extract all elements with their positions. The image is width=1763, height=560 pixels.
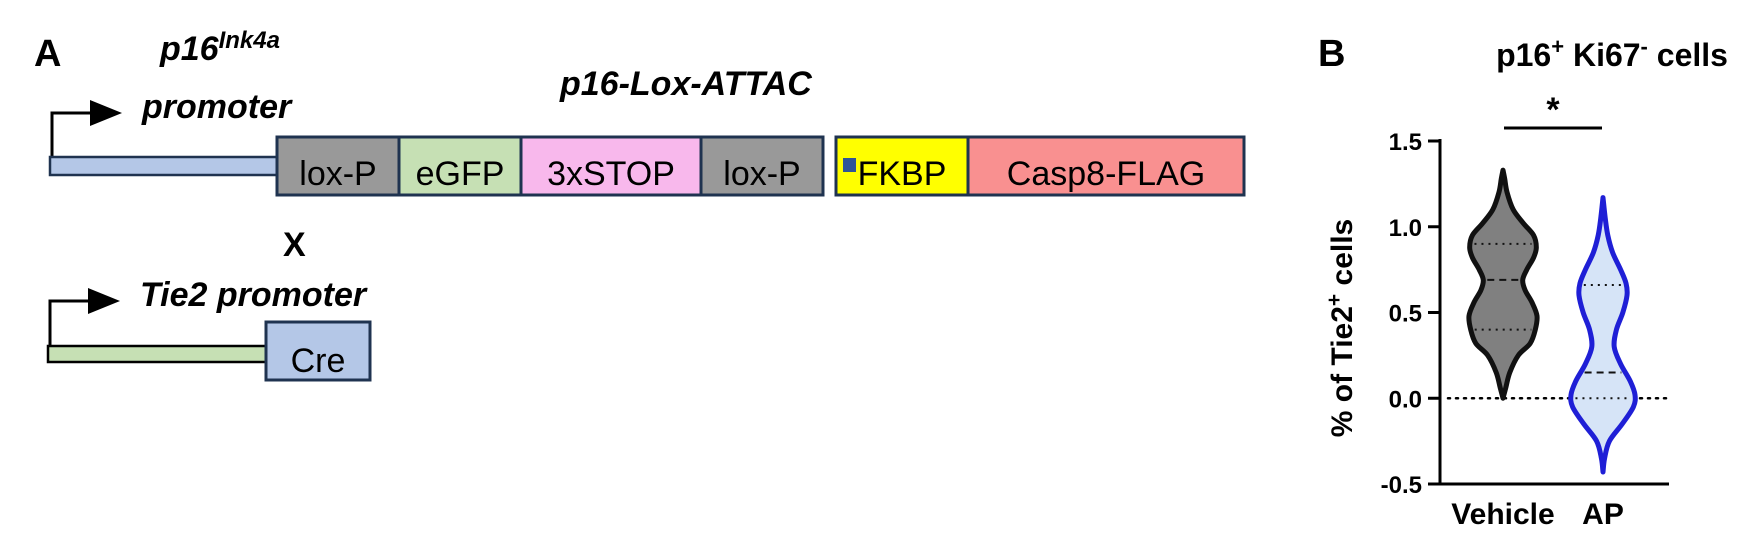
construct-element-label: eGFP bbox=[416, 155, 505, 193]
construct-element-label: lox-P bbox=[723, 155, 800, 193]
tie2-promoter-label: Tie2 promoter bbox=[140, 276, 368, 314]
construct-element-box bbox=[834, 135, 970, 197]
construct-element-label: lox-P bbox=[299, 155, 376, 193]
cross-symbol: X bbox=[283, 226, 306, 264]
construct-element: lox-P bbox=[699, 135, 825, 197]
construct-elements: lox-P eGFP 3xSTOP lox-P FKBP Casp8-FLAG bbox=[275, 135, 1246, 197]
panel-a: A p16Ink4a promoter p16-Lox-ATTAC lox-P e… bbox=[34, 27, 1246, 382]
tie2-promoter-arrow-line bbox=[48, 299, 90, 358]
construct-element-label: Casp8-FLAG bbox=[1007, 155, 1205, 193]
violin: Vehicle bbox=[1451, 167, 1555, 531]
y-tick-label: 0.5 bbox=[1389, 301, 1422, 328]
y-tick-label: 1.5 bbox=[1389, 129, 1422, 156]
panel-b: B p16+ Ki67- cells % of Tie2+ cells * -0… bbox=[1318, 33, 1728, 531]
violin-body bbox=[1568, 195, 1638, 475]
p16-promoter-name: p16Ink4a bbox=[159, 27, 280, 68]
panel-b-label: B bbox=[1318, 33, 1345, 75]
construct-element-label: FKBP bbox=[858, 155, 947, 193]
tie2-promoter-bar bbox=[46, 344, 270, 364]
construct-element: 3xSTOP bbox=[519, 135, 703, 197]
construct-element-box bbox=[275, 135, 401, 197]
y-tick-label: 1.0 bbox=[1389, 215, 1422, 242]
construct-element-label: 3xSTOP bbox=[547, 155, 675, 193]
cre-box bbox=[264, 320, 372, 382]
p16-promoter-bar bbox=[48, 155, 280, 177]
y-axis-label: % of Tie2+ cells bbox=[1323, 219, 1359, 437]
construct-element-box bbox=[699, 135, 825, 197]
construct-element-box bbox=[519, 135, 703, 197]
construct-element: Casp8-FLAG bbox=[966, 135, 1246, 197]
construct-element: FKBP bbox=[834, 135, 970, 197]
p16-promoter-label: promoter bbox=[141, 88, 293, 126]
construct-title: p16-Lox-ATTAC bbox=[559, 65, 812, 103]
panel-a-label: A bbox=[34, 33, 61, 75]
cre-label: Cre bbox=[291, 342, 346, 380]
construct-linker bbox=[843, 158, 856, 172]
x-tick-label: AP bbox=[1582, 498, 1624, 531]
construct-element-box bbox=[966, 135, 1246, 197]
y-tick-label: 0.0 bbox=[1389, 386, 1422, 413]
violin-body bbox=[1466, 167, 1540, 401]
construct-element: lox-P bbox=[275, 135, 401, 197]
y-tick-label: -0.5 bbox=[1381, 472, 1422, 499]
chart-title: p16+ Ki67- cells bbox=[1496, 34, 1728, 73]
p16-promoter-arrow-line bbox=[50, 111, 92, 158]
construct-element-box bbox=[397, 135, 523, 197]
p16-promoter-arrow-icon bbox=[90, 100, 122, 126]
construct-element: eGFP bbox=[397, 135, 523, 197]
chart-violins: Vehicle AP bbox=[1451, 167, 1638, 531]
x-tick-label: Vehicle bbox=[1451, 498, 1554, 531]
tie2-promoter-arrow-icon bbox=[88, 288, 120, 314]
violin: AP bbox=[1568, 195, 1638, 531]
significance-marker: * bbox=[1546, 91, 1560, 129]
